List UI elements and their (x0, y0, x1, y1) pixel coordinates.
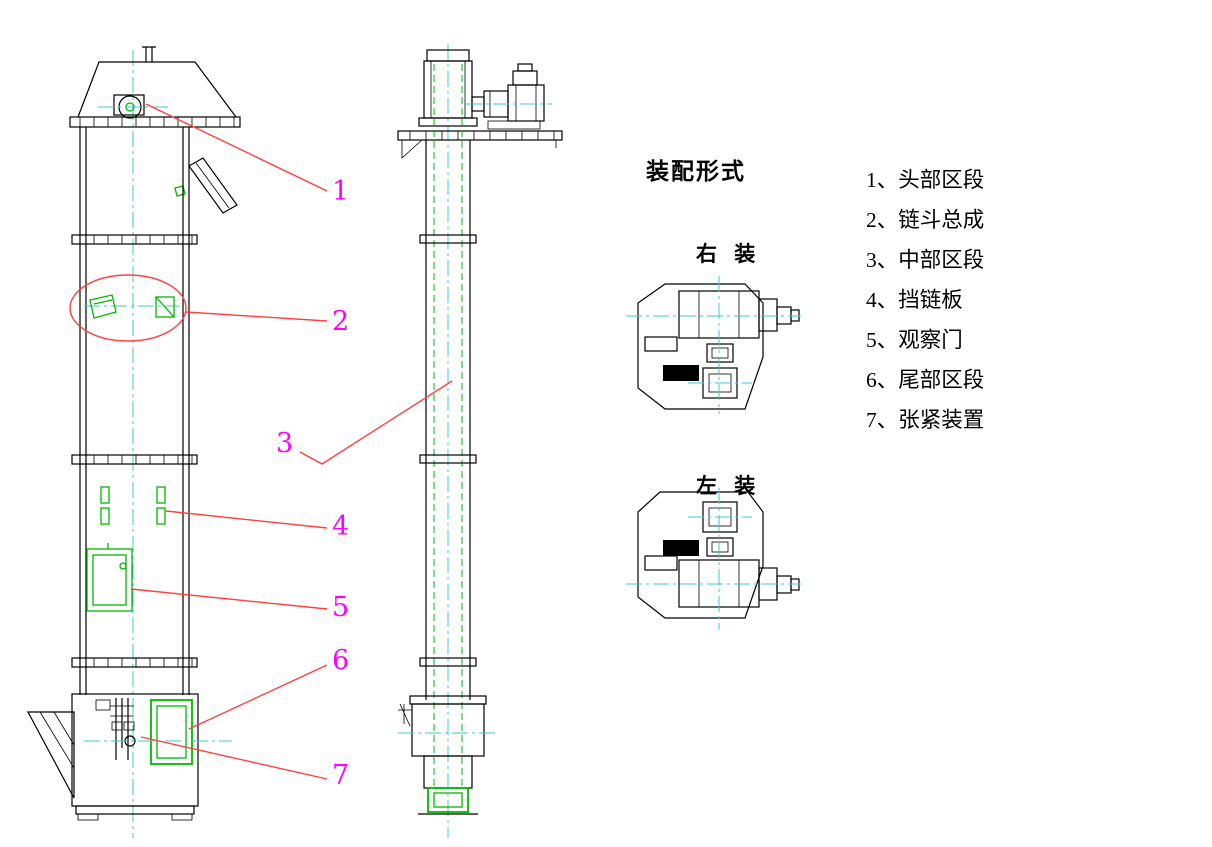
discharge-spout (174, 157, 238, 214)
casing (71, 127, 198, 695)
drive-motor (466, 63, 552, 130)
callout-5: 5 (332, 592, 350, 623)
leader-lines (69, 103, 453, 780)
legend-item-4: 4、挡链板 (866, 288, 963, 312)
legend-item-3: 3、中部区段 (866, 248, 985, 272)
side-casing (419, 64, 477, 786)
chain-guard-plates (100, 486, 166, 525)
callout-6: 6 (332, 645, 350, 676)
leader-1 (145, 103, 328, 192)
service-platform (397, 130, 563, 159)
legend-item-2: 2、链斗总成 (866, 208, 985, 232)
head-section (69, 46, 241, 128)
callout-1: 1 (332, 176, 350, 207)
leader-3 (299, 380, 453, 465)
leader-2 (185, 311, 328, 322)
legend-item-7: 7、张紧装置 (866, 408, 985, 432)
leader-7 (140, 736, 328, 780)
left-mount-label: 左 装 (696, 474, 762, 498)
right-mount-label: 右 装 (696, 242, 762, 266)
feed-hopper (26, 711, 75, 799)
detail-ellipse-bucket (69, 274, 187, 342)
legend-item-5: 5、观察门 (866, 328, 963, 352)
side-head-section (418, 49, 478, 127)
side-view (397, 44, 563, 838)
tension-device (110, 698, 135, 760)
tail-section (71, 693, 232, 821)
leader-6 (188, 664, 328, 730)
assembly-forms-title: 装配形式 (646, 159, 746, 184)
right-mount-diagram (626, 276, 801, 414)
callout-2: 2 (332, 306, 350, 337)
parts-legend: 1、头部区段 2、链斗总成 3、中部区段 4、挡链板 5、观察门 6、尾部区段 … (866, 160, 984, 440)
left-mount-diagram (626, 488, 801, 630)
callout-4: 4 (332, 511, 350, 542)
leader-5 (130, 588, 328, 610)
leader-4 (165, 510, 328, 529)
boot-section (398, 695, 498, 815)
tail-door (150, 699, 193, 765)
bucket-assembly (84, 294, 180, 319)
callout-3: 3 (276, 428, 294, 459)
front-view (26, 46, 241, 838)
callout-7: 7 (332, 760, 350, 791)
inspection-door (86, 543, 133, 612)
legend-item-1: 1、头部区段 (866, 168, 985, 192)
legend-item-6: 6、尾部区段 (866, 368, 985, 392)
